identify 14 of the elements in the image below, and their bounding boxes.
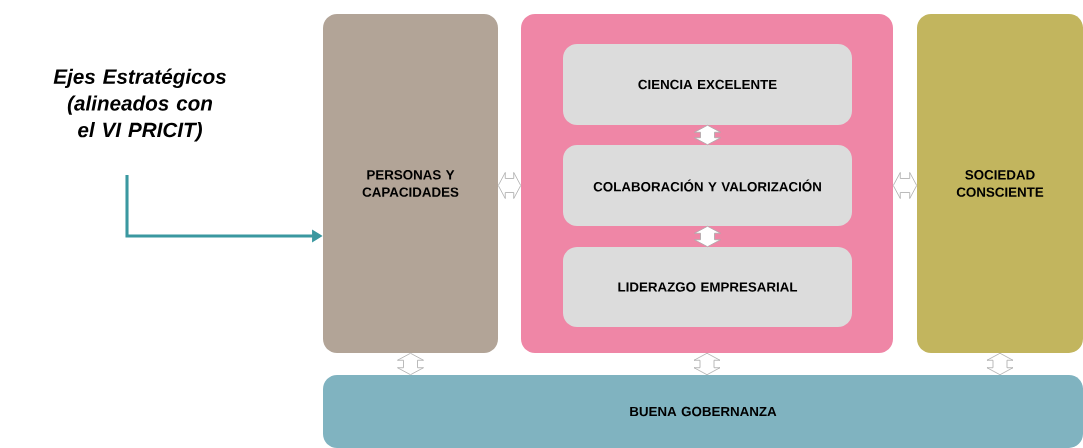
pillar-box: COLABORACIÓN Y VALORIZACIÓN [563, 145, 852, 226]
pillar-box: LIDERAZGO EMPRESARIAL [563, 247, 852, 327]
base-band: BUENA GOBERNANZA [323, 375, 1083, 448]
category-box: SOCIEDAD CONSCIENTE [917, 14, 1083, 353]
double-arrow [693, 352, 721, 376]
double-arrow [397, 352, 424, 376]
pillar-box: CIENCIA EXCELENTE [563, 44, 852, 125]
category-box: PERSONAS Y CAPACIDADES [323, 14, 498, 353]
double-arrow [497, 172, 522, 199]
double-arrow [892, 172, 918, 199]
double-arrow [694, 124, 721, 146]
double-arrow [694, 225, 721, 248]
double-arrow [986, 352, 1014, 376]
callout-text: Ejes Estratégicos (alineados con el VI PRICIT) [53, 68, 226, 142]
